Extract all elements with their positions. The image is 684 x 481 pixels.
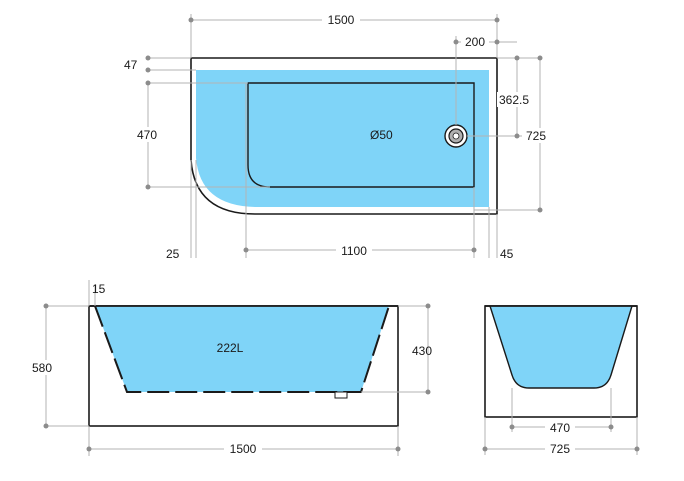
- top-view-dimensions: [132, 12, 550, 258]
- rim-right-label: 45: [500, 247, 514, 261]
- waste-from-top-label: 362.5: [499, 93, 529, 107]
- side-view-labels: 470 725: [550, 421, 570, 456]
- inner-length-label: 1100: [341, 244, 367, 258]
- side-view-dimensions: [482, 388, 640, 456]
- inner-width-label: 470: [137, 128, 157, 142]
- side-inner-width-label: 470: [550, 421, 570, 435]
- top-view-inner-bottom: [247, 82, 475, 188]
- overall-length-label: 1500: [328, 13, 355, 27]
- front-depth-label: 430: [412, 344, 432, 358]
- capacity-label: 222L: [217, 341, 244, 355]
- top-view-basin: [196, 70, 489, 207]
- rim-top-label: 47: [124, 58, 138, 72]
- front-rim-label: 15: [92, 282, 106, 296]
- front-view-labels: 15 580 222L 430 1500: [32, 282, 432, 456]
- waste-offset-label: 200: [465, 35, 485, 49]
- front-view-basin: [95, 306, 389, 392]
- front-view: [88, 305, 399, 427]
- front-height-label: 580: [32, 361, 52, 375]
- side-view-basin: [490, 306, 632, 388]
- top-view: [190, 57, 498, 215]
- front-view-waste-outlet-icon: [334, 391, 348, 399]
- side-view: [484, 305, 638, 418]
- waste-center-icon: [452, 132, 460, 140]
- overall-width-label: 725: [526, 129, 546, 143]
- top-view-labels: 1500 200 47 362.5 470 Ø50 725 25 1100 45: [124, 13, 546, 261]
- side-outer-width-label: 725: [550, 442, 570, 456]
- waste-diameter-label: Ø50: [370, 128, 393, 142]
- front-length-label: 1500: [230, 442, 257, 456]
- front-view-dimensions: [30, 280, 431, 456]
- rim-left-label: 25: [166, 247, 180, 261]
- front-view-inner-edge: [94, 305, 390, 393]
- side-view-inner-edge: [489, 305, 633, 389]
